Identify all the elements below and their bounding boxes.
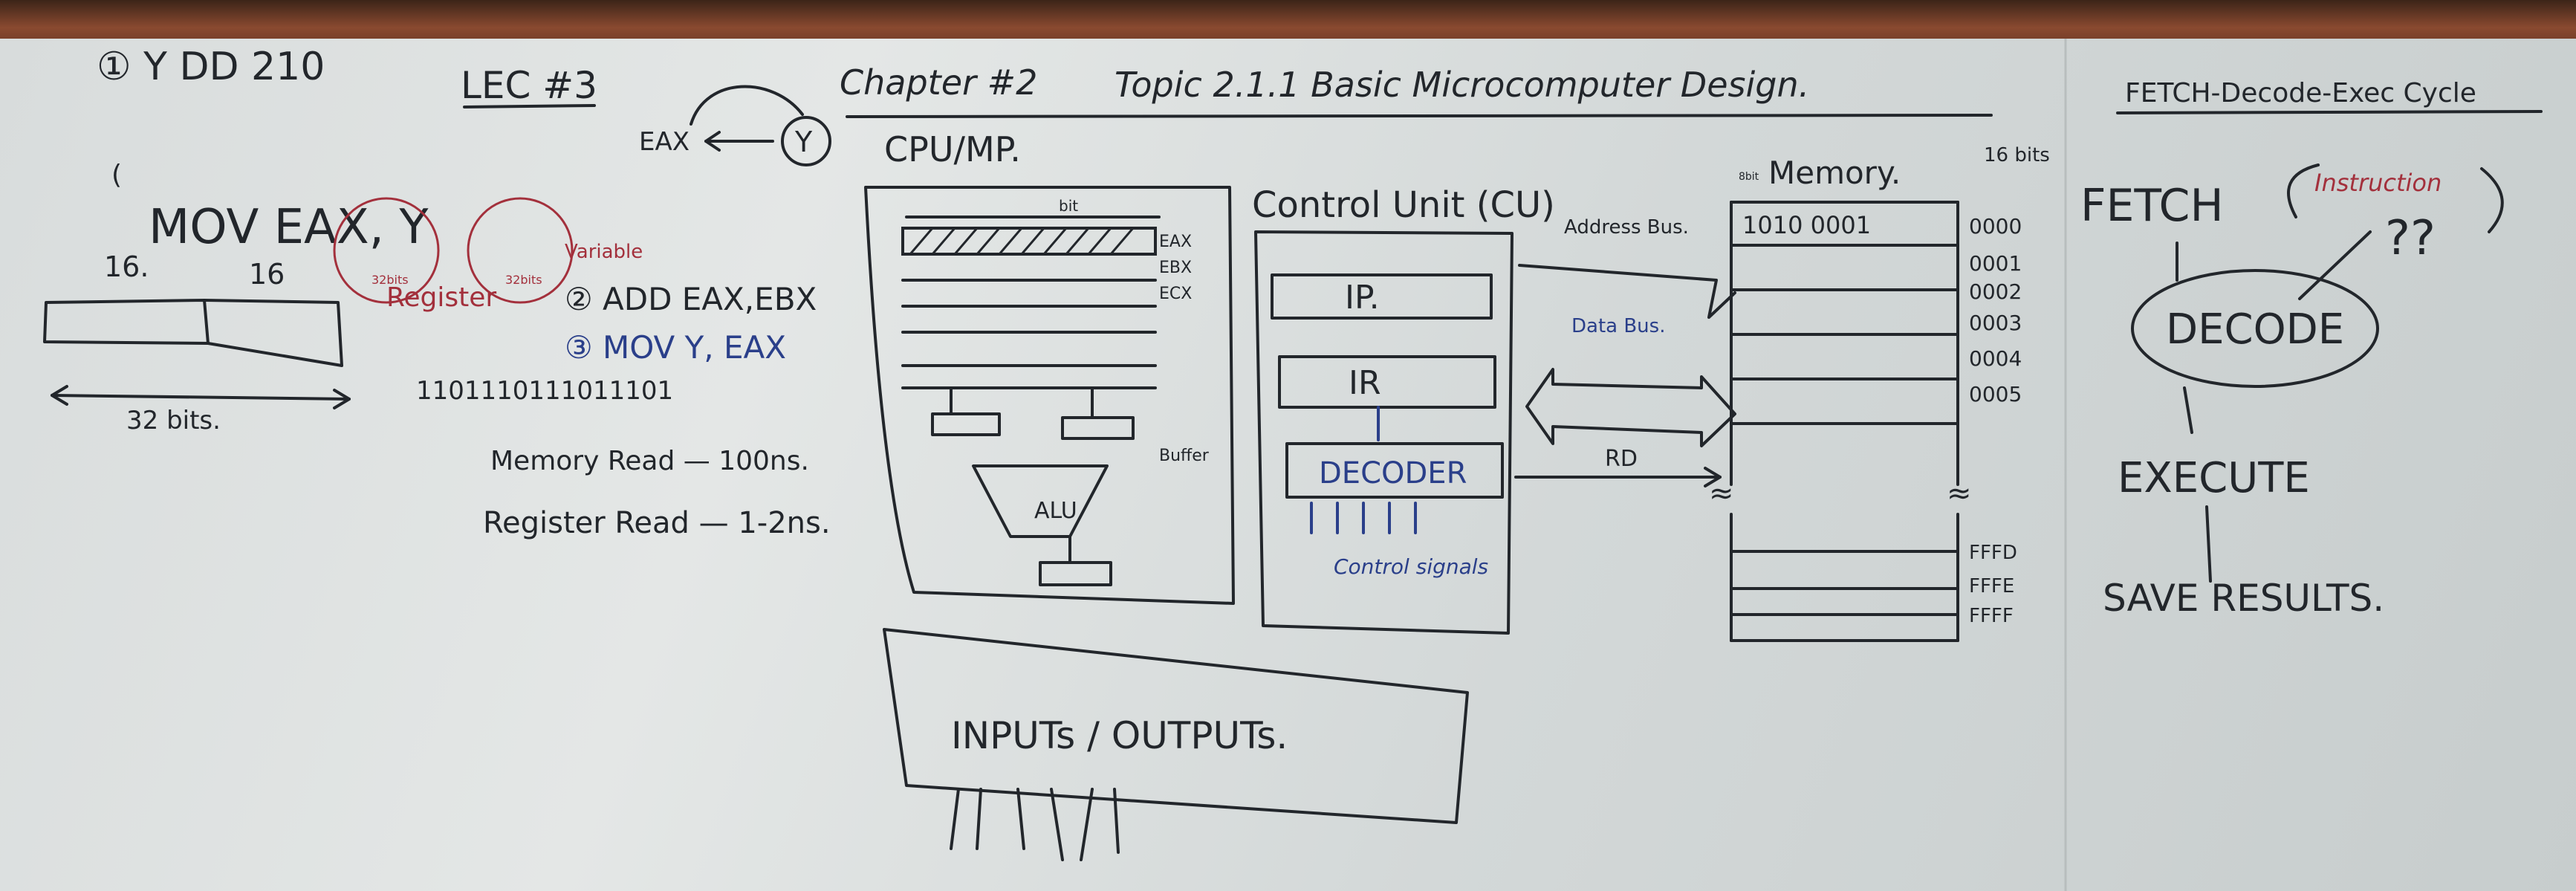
address-bus-arrow bbox=[1518, 264, 1736, 319]
buffer-label: Buffer bbox=[1159, 447, 1210, 465]
cpu-bits-label: bit bbox=[1059, 197, 1078, 215]
address-ffff: FFFF bbox=[1969, 605, 2014, 627]
cycle-question-marks: ?? bbox=[2385, 211, 2436, 266]
half-2-label: 16 bbox=[249, 258, 285, 291]
whiteboard-frame bbox=[0, 0, 2576, 46]
data-bus-double-arrow bbox=[1525, 368, 1736, 447]
bits-arrow-right bbox=[333, 389, 351, 409]
ir-block bbox=[1278, 355, 1496, 409]
bits-dimension-line bbox=[51, 394, 351, 401]
alu-label: ALU bbox=[1034, 498, 1077, 524]
variable-label: Variable bbox=[565, 241, 643, 263]
control-unit-box bbox=[1254, 230, 1514, 635]
control-signal-lines bbox=[1310, 502, 1417, 534]
cycle-title: FETCH-Decode-Exec Cycle bbox=[2125, 78, 2476, 108]
bits-arrow-left bbox=[51, 385, 68, 406]
decoder-label: DECODER bbox=[1319, 456, 1467, 490]
register-ecx: ECX bbox=[1159, 285, 1192, 303]
assign-arrow-head bbox=[704, 131, 721, 152]
address-0001: 0001 bbox=[1969, 251, 2022, 276]
register-file bbox=[901, 227, 1157, 389]
register-eax: EAX bbox=[1159, 233, 1192, 251]
eax-circle bbox=[333, 197, 440, 304]
course-code: ① Y DD 210 bbox=[97, 45, 325, 89]
y-bits: 32bits bbox=[505, 273, 542, 287]
buffer-right bbox=[1061, 416, 1135, 440]
address-0004: 0004 bbox=[1969, 346, 2022, 371]
memory-upper-block bbox=[1730, 201, 1959, 486]
io-arrows bbox=[950, 788, 1120, 861]
copy-arc bbox=[690, 85, 804, 126]
lecture-underline bbox=[463, 104, 596, 108]
arrow-y-label: Y bbox=[794, 126, 813, 158]
address-0000: 0000 bbox=[1969, 214, 2022, 239]
cycle-step-decode: DECODE bbox=[2166, 305, 2344, 354]
register-low-half bbox=[43, 299, 210, 345]
topic-title: Topic 2.1.1 Basic Microcomputer Design. bbox=[1115, 65, 1809, 105]
decode-question-arrow bbox=[2298, 230, 2372, 300]
rd-arrow-head bbox=[1704, 467, 1722, 487]
half-1-label: 16. bbox=[104, 250, 149, 283]
control-signals-label: Control signals bbox=[1334, 554, 1488, 579]
memory-title: Memory. bbox=[1768, 155, 1901, 191]
register-read-time: Register Read — 1-2ns. bbox=[483, 506, 831, 540]
total-bits-label: 32 bits. bbox=[126, 406, 221, 435]
eax-bits: 32bits bbox=[372, 273, 409, 287]
address-0002: 0002 bbox=[1969, 279, 2022, 304]
register-ebx: EBX bbox=[1159, 259, 1192, 277]
cycle-step-fetch: FETCH bbox=[2080, 180, 2224, 232]
execute-to-save-arrow bbox=[2205, 505, 2212, 583]
ip-label: IP. bbox=[1345, 279, 1380, 317]
decoder-block bbox=[1285, 442, 1504, 499]
lecture-number: LEC #3 bbox=[461, 64, 597, 107]
buffer-left bbox=[931, 412, 1001, 436]
header-underline bbox=[846, 114, 1993, 118]
io-label: INPUTs / OUTPUTs. bbox=[951, 714, 1288, 757]
memory-read-time: Memory Read — 100ns. bbox=[490, 446, 809, 476]
instruction-bracket-right bbox=[2480, 167, 2504, 233]
mov-back-instruction: ③ MOV Y, EAX bbox=[565, 329, 786, 366]
memory-break-left: ≈ bbox=[1709, 476, 1734, 511]
binary-value: 1101110111011101 bbox=[416, 376, 673, 406]
cycle-title-underline bbox=[2116, 110, 2543, 114]
memory-break-right: ≈ bbox=[1947, 476, 1972, 511]
add-instruction: ② ADD EAX,EBX bbox=[565, 281, 817, 317]
decode-ellipse bbox=[2131, 269, 2379, 388]
chapter-title: Chapter #2 bbox=[840, 62, 1037, 103]
address-fffd: FFFD bbox=[1969, 542, 2017, 564]
address-0003: 0003 bbox=[1969, 311, 2022, 335]
y-variable-circle bbox=[467, 197, 574, 304]
memory-width-right: 16 bits bbox=[1984, 144, 2050, 166]
cpu-title: CPU/MP. bbox=[884, 129, 1021, 169]
memory-lower-block bbox=[1730, 513, 1959, 642]
ir-label: IR bbox=[1349, 364, 1381, 402]
rd-label: RD bbox=[1605, 446, 1638, 472]
address-fffe: FFFE bbox=[1969, 575, 2014, 597]
control-unit-title: Control Unit (CU) bbox=[1252, 184, 1555, 226]
data-bus-label: Data Bus. bbox=[1571, 315, 1665, 337]
instruction-note: Instruction bbox=[2314, 169, 2442, 197]
cpu-box bbox=[864, 186, 1235, 605]
cycle-step-save: SAVE RESULTS. bbox=[2103, 577, 2384, 620]
alu-output-register bbox=[1039, 561, 1112, 586]
cycle-step-execute: EXECUTE bbox=[2118, 454, 2310, 502]
decode-to-execute-arrow bbox=[2183, 386, 2193, 434]
memory-first-cell: 1010 0001 bbox=[1742, 211, 1871, 239]
register-label: Register bbox=[386, 282, 496, 313]
register-high-half bbox=[203, 299, 343, 367]
y-circle bbox=[781, 116, 831, 166]
open-paren: ( bbox=[111, 160, 122, 190]
address-bus-label: Address Bus. bbox=[1564, 216, 1689, 239]
instruction-bracket-left bbox=[2287, 163, 2320, 218]
ip-block bbox=[1271, 273, 1493, 320]
address-0005: 0005 bbox=[1969, 382, 2022, 406]
mov-instruction: MOV EAX, Y bbox=[149, 200, 429, 255]
memory-width-left: 8bit bbox=[1739, 171, 1759, 183]
io-box bbox=[883, 628, 1469, 824]
arrow-eax-label: EAX bbox=[639, 127, 690, 157]
whiteboard: ① Y DD 210 LEC #3 Chapter #2 Topic 2.1.1… bbox=[0, 39, 2576, 891]
